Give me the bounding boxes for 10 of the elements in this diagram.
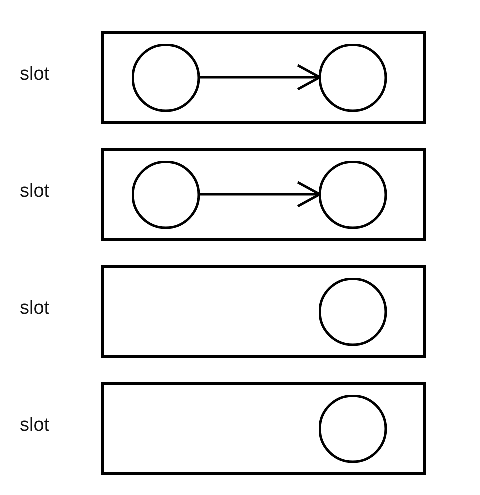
arrow	[199, 181, 322, 208]
slot-box	[101, 382, 426, 475]
slot-label: slot	[20, 180, 50, 204]
slot-box	[101, 148, 426, 241]
slot-box	[101, 265, 426, 358]
slot-label: slot	[20, 62, 50, 86]
slot-label: slot	[20, 414, 50, 438]
slot-box	[101, 31, 426, 124]
slot-label: slot	[20, 296, 50, 320]
arrow	[199, 64, 322, 91]
